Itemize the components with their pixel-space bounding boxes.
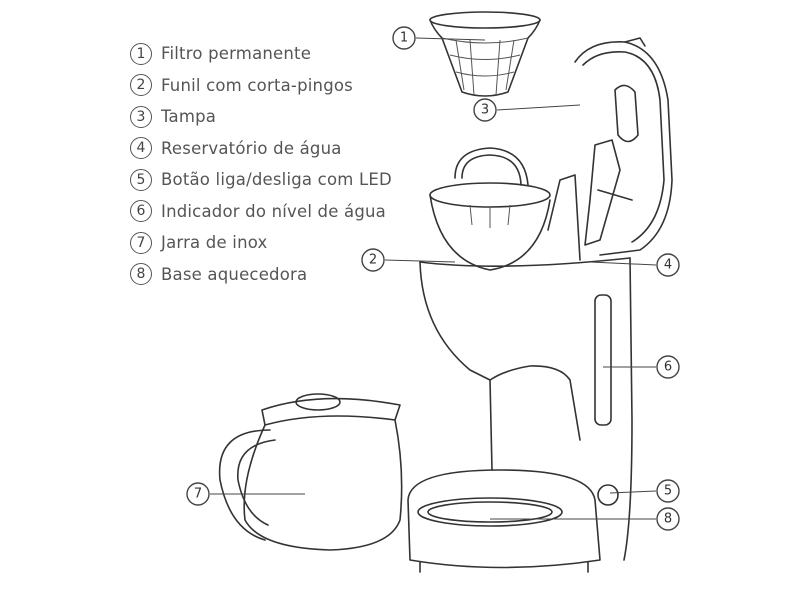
funnel [429, 147, 551, 271]
legend-label: Filtro permanente [161, 44, 312, 64]
callout-number: 2 [369, 253, 377, 268]
legend-item: 8 Base aquecedora [130, 259, 392, 291]
callout-8: 8 [656, 507, 680, 531]
callout-3: 3 [473, 98, 497, 122]
legend-item: 6 Indicador do nível de água [130, 196, 392, 228]
leader-line-4 [589, 261, 657, 266]
callout-number: 1 [400, 31, 408, 46]
coffee-maker-body [407, 257, 633, 573]
lid [574, 37, 673, 256]
legend-label: Botão liga/desliga com LED [161, 170, 392, 190]
legend-number: 6 [130, 200, 152, 223]
legend-item: 3 Tampa [130, 101, 392, 133]
legend-item: 5 Botão liga/desliga com LED [130, 164, 392, 196]
spout-arm [547, 139, 633, 261]
legend-number: 1 [130, 42, 152, 65]
legend-label: Funil com corta-pingos [161, 75, 353, 95]
legend-item: 1 Filtro permanente [130, 38, 392, 70]
legend-number: 4 [130, 137, 152, 160]
callout-number: 8 [664, 512, 672, 527]
stainless-carafe [218, 393, 403, 551]
callout-number: 3 [481, 103, 489, 118]
permanent-filter [429, 11, 541, 97]
leader-line-1 [415, 37, 486, 41]
legend-label: Indicador do nível de água [161, 201, 386, 221]
legend-item: 7 Jarra de inox [130, 227, 392, 259]
legend-label: Jarra de inox [161, 233, 268, 253]
legend-label: Reservatório de água [161, 138, 342, 158]
callout-number: 7 [194, 487, 202, 502]
callout-number: 6 [664, 360, 672, 375]
legend-item: 2 Funil com corta-pingos [130, 70, 392, 102]
legend-number: 5 [130, 168, 152, 191]
legend-number: 7 [130, 231, 152, 254]
legend-number: 3 [130, 105, 152, 128]
legend-number: 2 [130, 74, 152, 97]
callout-number: 5 [664, 484, 672, 499]
callout-1: 1 [392, 26, 416, 50]
callout-2: 2 [361, 248, 385, 272]
callout-5: 5 [656, 479, 680, 503]
parts-legend: 1 Filtro permanente 2 Funil com corta-ping… [130, 38, 392, 290]
leader-line-3 [496, 104, 581, 111]
legend-item: 4 Reservatório de água [130, 133, 392, 165]
legend-number: 8 [130, 263, 152, 286]
callout-6: 6 [656, 355, 680, 379]
callout-4: 4 [656, 253, 680, 277]
legend-label: Tampa [161, 107, 217, 127]
leader-line-5 [609, 490, 657, 494]
callout-7: 7 [186, 482, 210, 506]
legend-label: Base aquecedora [161, 264, 308, 284]
leader-line-2 [384, 259, 456, 263]
callout-number: 4 [664, 258, 672, 273]
